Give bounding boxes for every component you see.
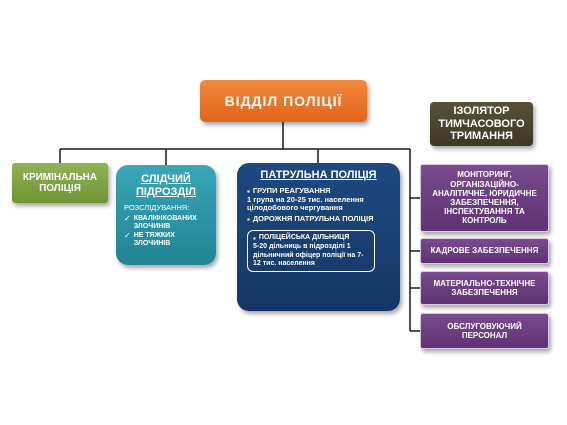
support-personnel-title: КАДРОВЕ ЗАБЕЗПЕЧЕННЯ <box>430 246 539 256</box>
investigative-item: ✓ КВАЛІФІКОВАНИХ ЗЛОЧИНІВ <box>124 213 197 230</box>
investigative-unit-box: СЛІДЧИЙ ПІДРОЗДІЛ РОЗСЛІДУВАННЯ: ✓ КВАЛІ… <box>116 165 216 265</box>
temporary-detention-title: ІЗОЛЯТОР ТИМЧАСОВОГО ТРИМАННЯ <box>438 105 525 143</box>
patrol-item-road-patrol: ▪ ДОРОЖНЯ ПАТРУЛЬНА ПОЛІЦІЯ <box>247 214 374 225</box>
patrol-police-title: ПАТРУЛЬНА ПОЛІЦІЯ <box>260 169 377 181</box>
criminal-police-box: КРИМІНАЛЬНА ПОЛІЦІЯ <box>12 163 108 203</box>
temporary-detention-box: ІЗОЛЯТОР ТИМЧАСОВОГО ТРИМАННЯ <box>430 102 533 146</box>
police-station-item: ▪ ПОЛІЦЕЙСЬКА ДІЛЬНИЦЯ <box>253 234 350 244</box>
patrol-police-box: ПАТРУЛЬНА ПОЛІЦІЯ ▪ ГРУПИ РЕАГУВАННЯ 1 г… <box>237 163 400 311</box>
support-box-monitoring: МОНІТОРИНГ, ОРГАНІЗАЦІЙНО-АНАЛІТИЧНЕ, ЮР… <box>420 164 549 232</box>
support-service-staff-title: ОБСЛУГОВУЮЧИЙ ПЕРСОНАЛ <box>447 321 522 340</box>
support-logistics-title: МАТЕРІАЛЬНО-ТЕХНІЧНЕ ЗАБЕЗПЕЧЕННЯ <box>433 278 536 297</box>
checkmark-icon: ✓ <box>124 231 131 241</box>
police-department-box: ВІДДІЛ ПОЛІЦІЇ <box>200 80 367 122</box>
support-monitoring-title: МОНІТОРИНГ, ОРГАНІЗАЦІЙНО-АНАЛІТИЧНЕ, ЮР… <box>432 170 537 226</box>
police-department-title: ВІДДІЛ ПОЛІЦІЇ <box>224 92 343 109</box>
bullet-icon: ▪ <box>253 234 256 244</box>
criminal-police-title: КРИМІНАЛЬНА ПОЛІЦІЯ <box>22 171 98 195</box>
support-box-logistics: МАТЕРІАЛЬНО-ТЕХНІЧНЕ ЗАБЕЗПЕЧЕННЯ <box>420 271 549 305</box>
investigative-unit-title: СЛІДЧИЙ ПІДРОЗДІЛ <box>135 173 197 198</box>
support-box-service-staff: ОБСЛУГОВУЮЧИЙ ПЕРСОНАЛ <box>420 313 549 349</box>
patrol-response-groups-detail: 1 група на 20-25 тис. населення цілодобо… <box>247 194 364 213</box>
police-station-box: ▪ ПОЛІЦЕЙСЬКА ДІЛЬНИЦЯ 5-20 дільниць в п… <box>247 230 375 272</box>
bullet-icon: ▪ <box>247 215 250 225</box>
patrol-item-response-groups: ▪ ГРУПИ РЕАГУВАННЯ <box>247 185 331 196</box>
investigative-item: ✓ НЕ ТЯЖКИХ ЗЛОЧИНІВ <box>124 231 175 247</box>
checkmark-icon: ✓ <box>124 213 131 223</box>
investigative-subtitle: РОЗСЛІДУВАННЯ: <box>124 203 190 213</box>
support-box-personnel: КАДРОВЕ ЗАБЕЗПЕЧЕННЯ <box>420 238 549 264</box>
police-station-detail: 5-20 дільниць в підрозділі 1 дільничний … <box>253 243 364 267</box>
bullet-icon: ▪ <box>247 186 250 196</box>
